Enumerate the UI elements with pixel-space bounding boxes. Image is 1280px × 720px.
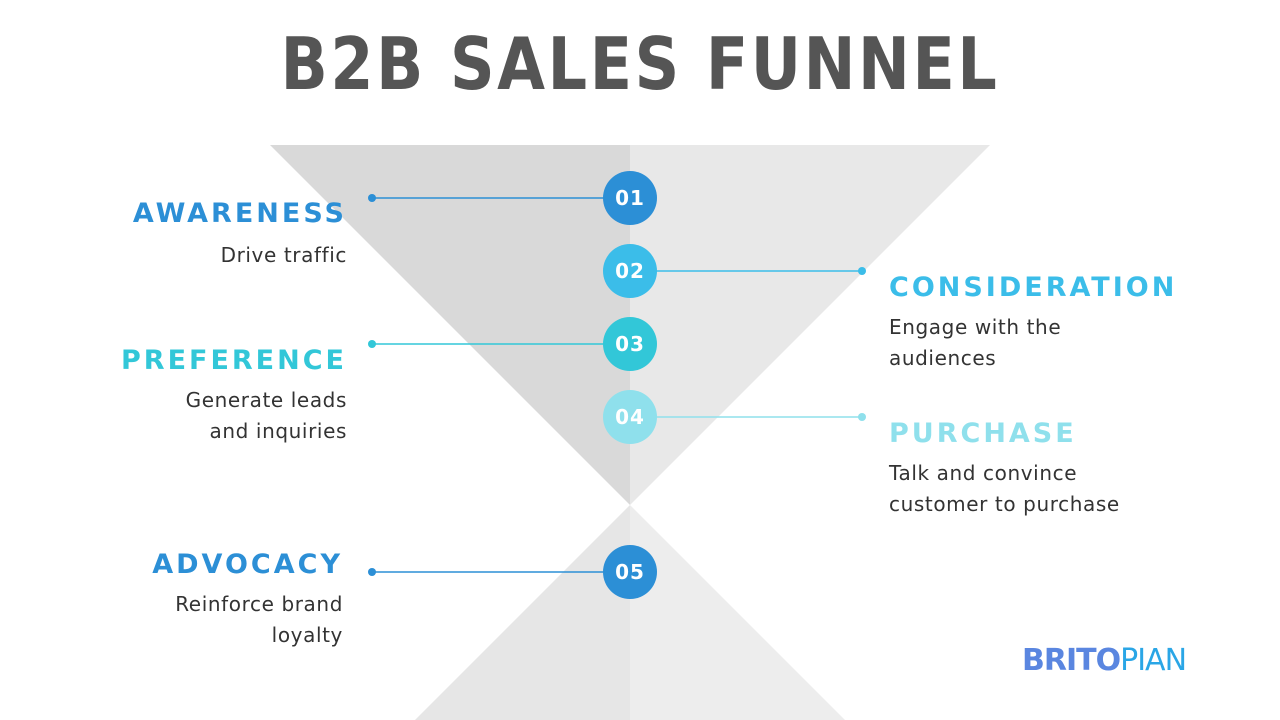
- stage-title-awareness: AWARENESS: [132, 198, 347, 229]
- funnel-lower-left-half: [415, 505, 630, 720]
- stage-title-consideration: CONSIDERATION: [889, 272, 1178, 303]
- stage-badge-03: 03: [603, 317, 657, 371]
- connector-dot-05: [368, 568, 376, 576]
- stage-desc-advocacy: Reinforce brand loyalty: [175, 592, 343, 647]
- stage-desc-purchase: Talk and convince customer to purchase: [889, 461, 1120, 516]
- connector-dot-02: [858, 267, 866, 275]
- stage-title-advocacy: ADVOCACY: [152, 549, 343, 580]
- page-title: B2B SALES FUNNEL: [280, 22, 1000, 106]
- connector-dot-03: [368, 340, 376, 348]
- logo-text-light: PIAN: [1120, 643, 1187, 678]
- logo-text-bold: BRITO: [1022, 643, 1121, 678]
- stage-badge-05: 05: [603, 545, 657, 599]
- funnel-upper-left-half: [270, 145, 630, 505]
- stage-badge-02: 02: [603, 244, 657, 298]
- stage-badge-01: 01: [603, 171, 657, 225]
- stage-title-purchase: PURCHASE: [889, 418, 1077, 449]
- funnel-upper-right-half: [630, 145, 990, 505]
- funnel-lower-right-half: [630, 505, 845, 720]
- stage-title-preference: PREFERENCE: [120, 345, 347, 376]
- connector-dot-04: [858, 413, 866, 421]
- britopian-logo: BRITOPIAN: [1022, 643, 1187, 678]
- connector-dot-01: [368, 194, 376, 202]
- stage-badge-04: 04: [603, 390, 657, 444]
- stage-desc-consideration: Engage with the audiences: [889, 315, 1062, 370]
- stage-desc-awareness: Drive traffic: [220, 243, 347, 267]
- stage-desc-preference: Generate leads and inquiries: [185, 388, 347, 443]
